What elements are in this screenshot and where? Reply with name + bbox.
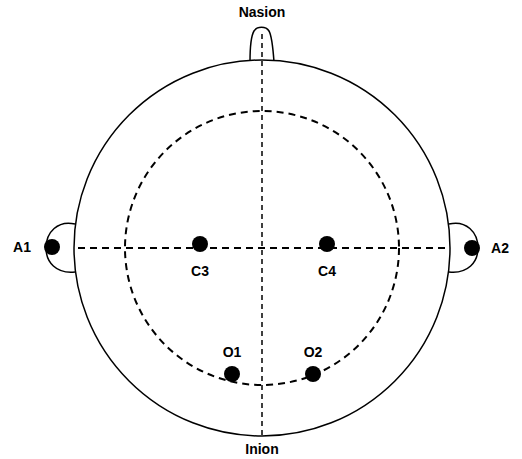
electrode-dot xyxy=(305,366,321,382)
electrode-dot xyxy=(192,236,208,252)
landmark-label: Nasion xyxy=(239,5,286,19)
electrode-dot xyxy=(44,239,60,255)
horizontal-midline xyxy=(78,247,448,249)
electrode-dot xyxy=(319,236,335,252)
electrode-dot xyxy=(464,240,480,256)
landmark-label: Inion xyxy=(245,442,278,456)
electrode-label: C3 xyxy=(191,264,209,278)
electrode-label: O2 xyxy=(304,345,323,359)
electrode-label: O1 xyxy=(223,345,242,359)
electrode-dot xyxy=(224,366,240,382)
vertical-midline xyxy=(261,34,263,436)
electrode-label: C4 xyxy=(318,264,336,278)
electrode-label: A1 xyxy=(13,240,31,254)
electrode-label: A2 xyxy=(491,241,509,255)
